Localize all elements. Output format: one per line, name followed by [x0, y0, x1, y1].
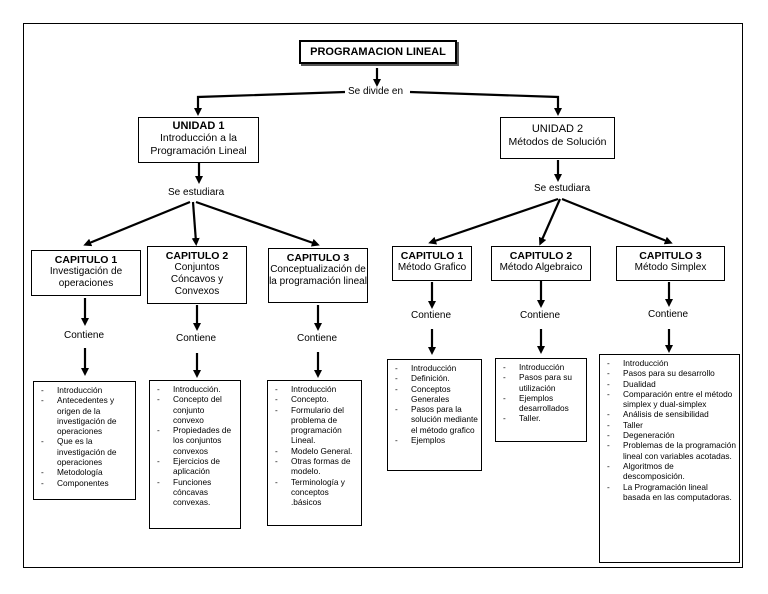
unit-2-heading: UNIDAD 2 — [531, 123, 584, 135]
list-item: Ejemplos desarrollados — [499, 393, 583, 414]
unit-2-subtitle: Métodos de Solución — [508, 136, 607, 148]
u1-chapter-2-list: Introducción.Concepto del conjunto conve… — [149, 380, 241, 529]
list-item: Comparación entre el método simplex y du… — [603, 389, 736, 410]
list-item: Introducción. — [153, 384, 237, 395]
list-item: Pasos para la solución mediante el métod… — [391, 404, 478, 435]
list-item: Introducción — [37, 385, 132, 396]
u2-chapter-1-heading: CAPITULO 1 — [400, 250, 464, 262]
list-item: Pasos para su utilización — [499, 372, 583, 393]
u1-chapter-3-subtitle: Conceptualización de la programación lin… — [269, 264, 367, 287]
u1-chapter-1-box: CAPITULO 1 Investigación de operaciones — [31, 250, 141, 296]
u2-chapter-2-list: IntroducciónPasos para su utilizaciónEje… — [495, 358, 587, 442]
list-item: Componentes — [37, 478, 132, 489]
list-item: Propiedades de los conjuntos convexos — [153, 425, 237, 456]
u2-chapter-3-contains-label: Contiene — [646, 309, 691, 320]
list-item: Introducción — [391, 363, 478, 374]
u1-chapter-1-contains-label: Contiene — [62, 330, 107, 341]
list-item: Modelo General. — [271, 446, 358, 457]
bracket-left — [194, 90, 346, 116]
u2-chapter-3-heading: CAPITULO 3 — [639, 250, 702, 262]
u1-chapter-3-contains-label: Contiene — [295, 333, 340, 344]
list-item: Ejercicios de aplicación — [153, 456, 237, 477]
divide-label: Se divide en — [346, 86, 406, 97]
list-item: Concepto del conjunto convexo — [153, 394, 237, 425]
u2-chapter-3-list: IntroducciónPasos para su desarrolloDual… — [599, 354, 740, 563]
unit-1-heading: UNIDAD 1 — [172, 120, 225, 132]
u2-chapter-2-heading: CAPITULO 2 — [509, 250, 573, 262]
u1-chapter-1-subtitle: Investigación de operaciones — [49, 266, 123, 289]
u2-chapter-1-subtitle: Método Grafico — [397, 262, 467, 273]
list-item: Antecedentes y origen de la investigació… — [37, 395, 132, 436]
list-item: Concepto. — [271, 394, 358, 405]
u2-chapter-1-contains-label: Contiene — [409, 310, 454, 321]
unit-2-box: UNIDAD 2 Métodos de Solución — [500, 117, 615, 159]
list-item: Terminología y conceptos .básicos — [271, 477, 358, 508]
u2-chapter-2-box: CAPITULO 2 Método Algebraico — [491, 246, 591, 281]
list-item: Metodología — [37, 467, 132, 478]
list-item: Conceptos Generales — [391, 384, 478, 405]
list-item: Funciones cóncavas convexas. — [153, 477, 237, 508]
u2-chapter-1-list: IntroducciónDefinición.Conceptos General… — [387, 359, 482, 471]
u2-chapter-1-box: CAPITULO 1 Método Grafico — [392, 246, 472, 281]
u2-chapter-3-subtitle: Método Simplex — [634, 262, 707, 273]
u1-chapter-2-contains-label: Contiene — [174, 333, 219, 344]
list-item: Formulario del problema de programación … — [271, 405, 358, 446]
unit-2-study-label: Se estudiara — [532, 183, 593, 194]
u1-chapter-1-heading: CAPITULO 1 — [54, 254, 118, 266]
list-item: Ejemplos — [391, 435, 478, 446]
list-item: Introducción — [499, 362, 583, 373]
diagram-frame — [23, 23, 743, 568]
list-item: Pasos para su desarrollo — [603, 368, 736, 379]
u1-chapter-1-list: IntroducciónAntecedentes y origen de la … — [33, 381, 136, 500]
unit-1-study-label: Se estudiara — [166, 187, 227, 198]
u1-chapter-2-box: CAPITULO 2 Conjuntos Cóncavos y Convexos — [147, 246, 247, 304]
u2-chapter-2-subtitle: Método Algebraico — [499, 262, 583, 273]
list-item: La Programación lineal basada en las com… — [603, 482, 736, 503]
list-item: Análisis de sensibilidad — [603, 409, 736, 420]
u2-chapter-3-box: CAPITULO 3 Método Simplex — [616, 246, 725, 281]
bracket-right — [409, 90, 562, 116]
u1-chapter-3-box: CAPITULO 3 Conceptualización de la progr… — [268, 248, 368, 303]
unit-1-box: UNIDAD 1 Introducción a la Programación … — [138, 117, 259, 163]
u1-chapter-3-heading: CAPITULO 3 — [286, 252, 350, 264]
list-item: Taller. — [499, 413, 583, 424]
list-item: Algoritmos de descomposición. — [603, 461, 736, 482]
list-item: Introducción — [271, 384, 358, 395]
title-box: PROGRAMACION LINEAL — [299, 40, 457, 64]
list-item: Degeneración — [603, 430, 736, 441]
u1-chapter-2-heading: CAPITULO 2 — [165, 250, 229, 262]
unit-1-subtitle: Introducción a la Programación Lineal — [150, 132, 247, 157]
list-item: Definición. — [391, 373, 478, 384]
list-item: Taller — [603, 420, 736, 431]
list-item: Que es la investigación de operaciones — [37, 436, 132, 467]
u2-chapter-2-contains-label: Contiene — [518, 310, 563, 321]
list-item: Problemas de la programación lineal con … — [603, 440, 736, 461]
list-item: Otras formas de modelo. — [271, 456, 358, 477]
u1-chapter-3-list: IntroducciónConcepto.Formulario del prob… — [267, 380, 362, 526]
list-item: Introducción — [603, 358, 736, 369]
u1-chapter-2-subtitle: Conjuntos Cóncavos y Convexos — [170, 262, 224, 297]
list-item: Dualidad — [603, 379, 736, 390]
